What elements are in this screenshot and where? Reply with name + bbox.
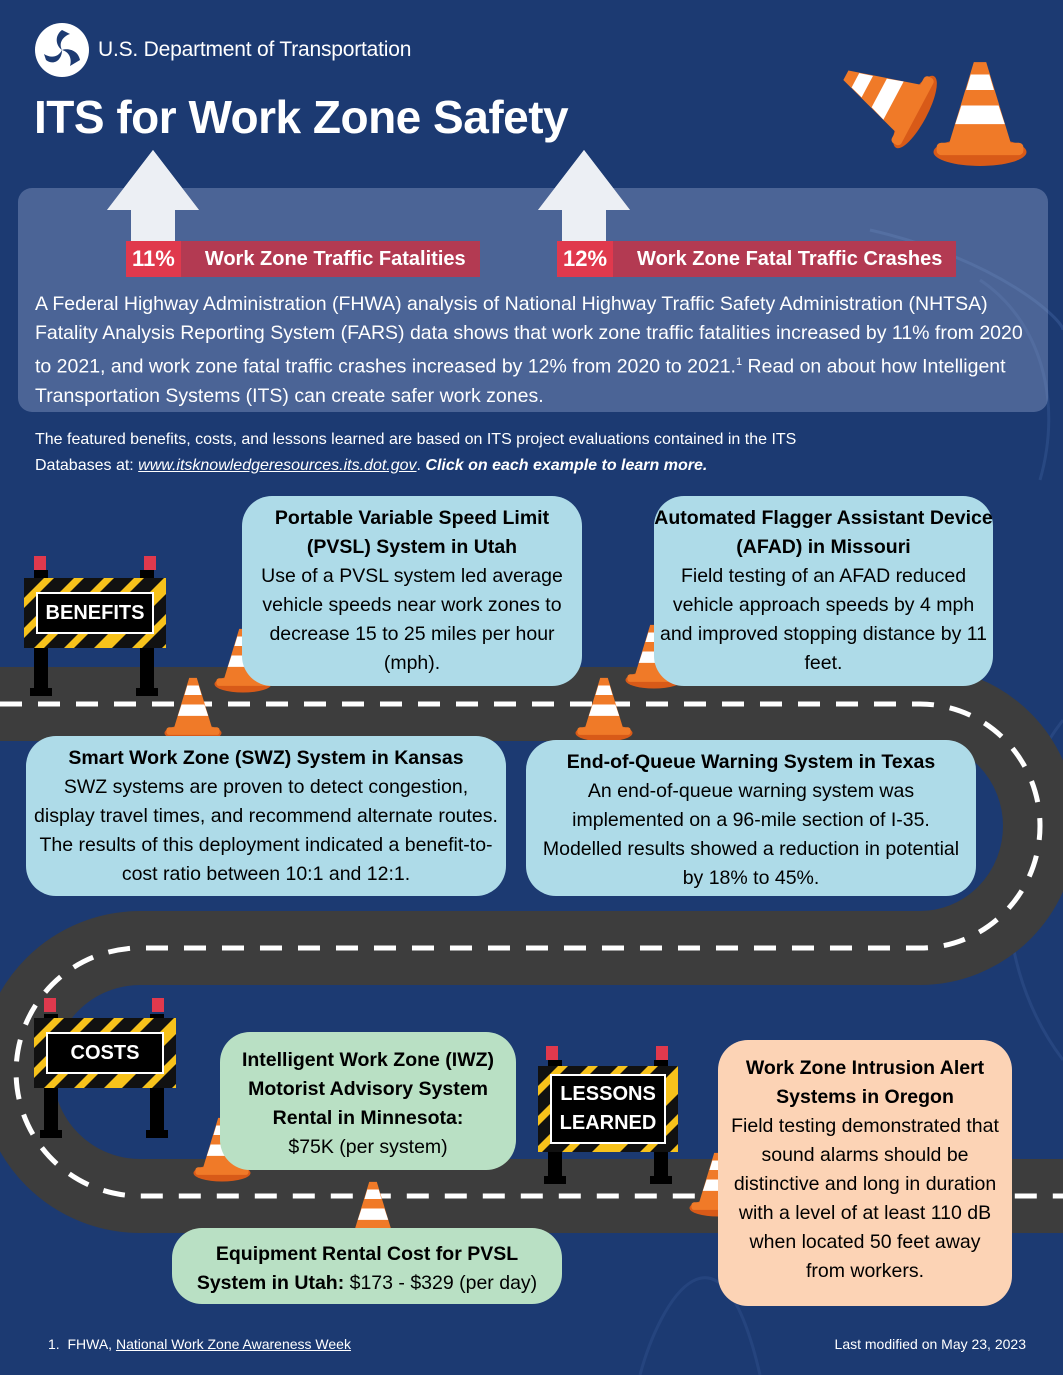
lesson-card-intrusion-alert-oregon[interactable]: Work Zone Intrusion Alert Systems in Ore… <box>718 1040 1012 1306</box>
benefit-card-afad-missouri[interactable]: Automated Flagger Assistant Device (AFAD… <box>654 496 993 686</box>
source-note: The featured benefits, costs, and lesson… <box>35 427 855 479</box>
card-title: End-of-Queue Warning System in Texas <box>566 751 936 773</box>
footnote-link[interactable]: National Work Zone Awareness Week <box>115 1336 351 1352</box>
benefit-card-pvsl-utah[interactable]: Portable Variable Speed Limit (PVSL) Sys… <box>242 496 582 686</box>
card-text: $75K (per system) <box>288 1136 448 1158</box>
intro-body: A Federal Highway Administration (FHWA) … <box>35 293 1023 378</box>
card-text: SWZ systems are proven to detect congest… <box>34 776 498 885</box>
source-note-sep: . <box>416 457 426 474</box>
footnote-ref[interactable]: 1 <box>735 356 743 368</box>
stat-fatalities: 11% Work Zone Traffic Fatalities <box>126 241 480 277</box>
agency-name: U.S. Department of Transportation <box>98 38 412 61</box>
card-text: Field testing demonstrated that sound al… <box>731 1115 999 1282</box>
card-title: Smart Work Zone (SWZ) System in Kansas <box>68 747 464 769</box>
card-title: Work Zone Intrusion Alert Systems in Ore… <box>745 1057 985 1108</box>
source-note-prefix: The featured benefits, costs, and lesson… <box>35 431 797 474</box>
intro-panel <box>18 188 1048 412</box>
card-title: Intelligent Work Zone (IWZ) Motorist Adv… <box>241 1049 495 1129</box>
cost-card-iwz-minnesota[interactable]: Intelligent Work Zone (IWZ) Motorist Adv… <box>220 1032 516 1170</box>
lessons-sign-line-2: LEARNED <box>559 1112 657 1134</box>
benefits-sign: BENEFITS <box>36 592 154 634</box>
its-databases-link[interactable]: www.itsknowledgeresources.its.dot.gov <box>138 457 417 474</box>
stat-label: Work Zone Fatal Traffic Crashes <box>613 241 957 277</box>
benefit-card-end-of-queue-texas[interactable]: End-of-Queue Warning System in Texas An … <box>526 740 976 896</box>
road-center-line <box>0 701 1063 1199</box>
costs-sign: COSTS <box>46 1032 164 1074</box>
card-text: $173 - $329 (per day) <box>344 1272 538 1294</box>
stat-arrows <box>107 150 630 250</box>
card-text: Use of a PVSL system led average vehicle… <box>261 565 563 674</box>
card-title: Automated Flagger Assistant Device (AFAD… <box>654 507 993 558</box>
stat-percent: 12% <box>557 241 614 277</box>
lessons-sign-line-1: LESSONS <box>560 1083 656 1105</box>
card-title: Equipment Rental Cost for PVSL System in… <box>196 1243 519 1294</box>
dot-logo-icon <box>35 23 89 77</box>
footnote-source: FHWA, <box>67 1336 116 1352</box>
lessons-learned-sign: LESSONS LEARNED <box>550 1074 666 1144</box>
last-modified: Last modified on May 23, 2023 <box>834 1336 1026 1352</box>
cost-card-pvsl-utah-rental[interactable]: Equipment Rental Cost for PVSL System in… <box>172 1228 562 1304</box>
footnote-number: 1. <box>48 1336 60 1352</box>
stat-crashes: 12% Work Zone Fatal Traffic Crashes <box>557 241 957 277</box>
card-text: An end-of-queue warning system was imple… <box>542 780 960 889</box>
stat-label: Work Zone Traffic Fatalities <box>180 241 480 277</box>
footnote: 1. FHWA, National Work Zone Awareness We… <box>48 1336 351 1352</box>
intro-body-2: Read on about how Intelligent Transporta… <box>35 355 1006 407</box>
card-title: Portable Variable Speed Limit (PVSL) Sys… <box>274 507 550 558</box>
card-text: Field testing of an AFAD reduced vehicle… <box>659 565 987 674</box>
source-note-cta: Click on each example to learn more. <box>425 457 708 474</box>
stat-percent: 11% <box>126 241 181 277</box>
page-title: ITS for Work Zone Safety <box>34 91 569 143</box>
intro-text: A Federal Highway Administration (FHWA) … <box>35 290 1025 411</box>
benefit-card-swz-kansas[interactable]: Smart Work Zone (SWZ) System in Kansas S… <box>26 736 506 896</box>
